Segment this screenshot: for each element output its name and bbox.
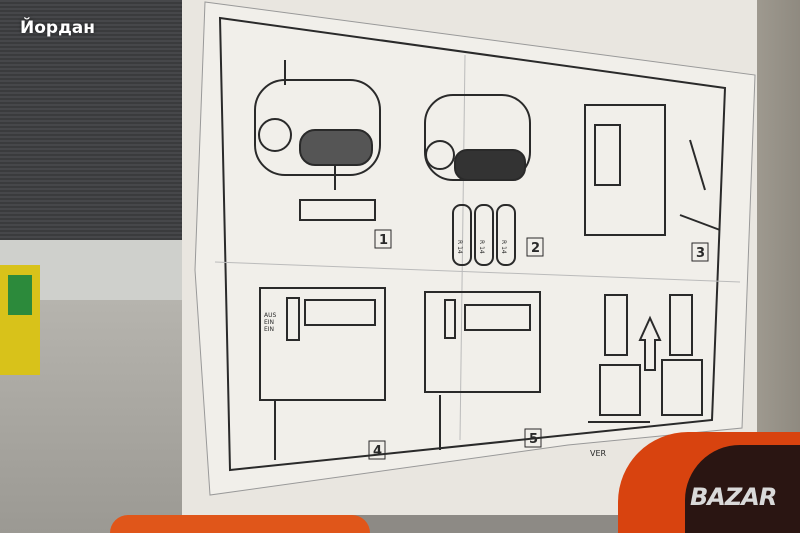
window-screen <box>0 0 190 240</box>
figure-2 <box>424 94 531 266</box>
panel-number: 4 <box>373 444 382 459</box>
battery-label: R 14 <box>500 240 507 254</box>
panel-number: 1 <box>379 233 388 248</box>
switch-label-ein: EIN <box>264 319 274 326</box>
panel-number: 2 <box>531 241 540 256</box>
footer-text: VER <box>590 449 607 458</box>
switch-label-ein: EIN <box>264 326 274 333</box>
switch-label-aus: AUS <box>264 312 276 319</box>
battery-label: R 14 <box>456 240 463 254</box>
watermark-text: Йордан <box>20 18 96 38</box>
figure-1 <box>254 60 381 221</box>
panel-number: 5 <box>529 432 538 447</box>
figure-4 <box>259 287 386 460</box>
yellow-box <box>0 265 40 375</box>
figure-5 <box>424 291 541 450</box>
bazar-logo: BAZAR <box>690 483 777 511</box>
orange-object <box>110 515 370 533</box>
battery-label: R 14 <box>478 240 485 254</box>
dark-object <box>685 445 800 533</box>
figure-3 <box>584 104 721 236</box>
figure-6 <box>588 294 703 423</box>
panel-number: 3 <box>696 246 705 261</box>
